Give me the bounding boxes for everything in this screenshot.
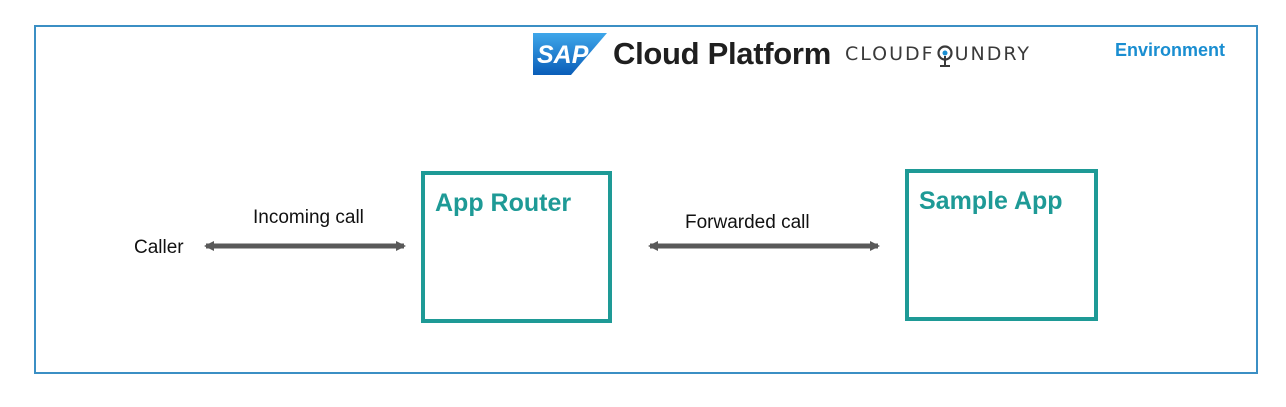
sample-app-node: Sample App [905,169,1098,321]
incoming-call-label: Incoming call [253,207,364,228]
environment-frame [34,25,1258,374]
sap-logo: SAP [533,33,607,75]
sap-logo-text: SAP [537,41,589,69]
foundry-o-icon [936,45,953,67]
sample-app-label: Sample App [919,187,1063,215]
app-router-label: App Router [435,189,572,217]
brand-bar: SAP Cloud Platform CLOUDF UNDRY [533,33,1031,75]
forwarded-call-label: Forwarded call [685,212,810,233]
cloudfoundry-logo: CLOUDF UNDRY [844,42,1031,67]
app-router-node: App Router [421,171,612,323]
environment-label: Environment [1115,40,1226,60]
cloudfoundry-suffix: UNDRY [954,43,1031,65]
caller-label: Caller [134,237,184,258]
cloudfoundry-prefix: CLOUDF [844,43,935,65]
product-name: Cloud Platform [613,36,831,71]
